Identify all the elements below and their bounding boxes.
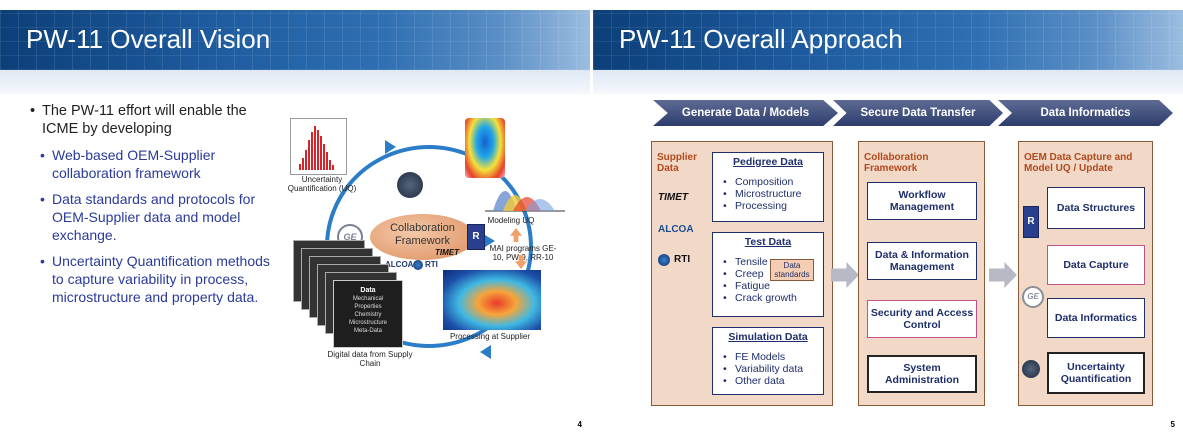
test-data-box: Test Data Tensile Creep Fatigue Crack gr… (712, 232, 824, 317)
alcoa-logo: ALCOA (385, 260, 414, 269)
list-item: Crack growth (723, 292, 823, 304)
workflow-management-box: Workflow Management (867, 182, 977, 220)
list-item: Other data (723, 375, 823, 387)
list-item: Microstructure (723, 188, 823, 200)
slide-overall-vision: PW-11 Overall Vision The PW-11 effort wi… (0, 0, 590, 435)
collaboration-framework-node: Collaboration Framework (370, 214, 475, 260)
data-information-management-box: Data & Information Management (867, 242, 977, 280)
processing-label: Processing at Supplier (449, 332, 531, 341)
sub-bullet-1: Web-based OEM-Supplier collaboration fra… (30, 146, 270, 182)
panel-header: Collaboration Framework (864, 152, 929, 174)
data-sheet-front: Data Mechanical Properties Chemistry Mic… (333, 280, 403, 348)
banner-shadow-strip (0, 70, 590, 94)
timet-logo: TIMET (658, 192, 688, 203)
stack-title: Data (360, 287, 376, 294)
arrow-right-icon (989, 262, 1017, 288)
security-access-control-box: Security and Access Control (867, 300, 977, 338)
list-item: Composition (723, 176, 823, 188)
cycle-arrow-icon (485, 235, 495, 247)
bullet-main: The PW-11 effort will enable the ICME by… (30, 102, 270, 138)
sub-bullet-3: Uncertainty Quantification methods to ca… (30, 252, 270, 306)
slide-title: PW-11 Overall Approach (619, 24, 903, 54)
ge-logo-icon: GE (1022, 286, 1044, 308)
processing-heatmap-image (443, 270, 541, 330)
rolls-royce-logo-icon: R (1023, 206, 1039, 238)
stack-item: Mechanical (352, 296, 384, 302)
rti-globe-icon (413, 260, 423, 270)
alcoa-logo: ALCOA (658, 224, 694, 235)
simulation-data-box: Simulation Data FE Models Variability da… (712, 327, 824, 395)
pedigree-title: Pedigree Data (732, 156, 804, 168)
rolls-royce-logo-icon: R (467, 224, 485, 250)
cycle-arrow-icon (385, 140, 396, 154)
sub-bullet-2: Data standards and protocols for OEM-Sup… (30, 190, 270, 244)
distribution-curves-icon (485, 191, 565, 212)
slide-overall-approach: PW-11 Overall Approach Generate Data / M… (593, 0, 1183, 435)
uq-label: Uncertainty Quantification (UQ) (287, 175, 357, 193)
panel-header: Supplier Data (657, 152, 698, 174)
list-item: Processing (723, 200, 823, 212)
digital-data-label: Digital data from Supply Chain (327, 350, 413, 368)
pw-eagle-icon (397, 172, 423, 198)
data-standards-tag: Data standards (770, 259, 814, 281)
process-chevrons: Generate Data / Models Secure Data Trans… (653, 100, 1177, 126)
system-administration-box: System Administration (867, 355, 977, 393)
panel-header: OEM Data Capture and Model UQ / Update (1024, 152, 1133, 174)
chevron-generate-data: Generate Data / Models (653, 100, 838, 126)
title-banner: PW-11 Overall Vision (0, 10, 590, 70)
stack-item: Meta-Data (353, 328, 382, 334)
data-capture-box: Data Capture (1047, 245, 1145, 285)
supplier-data-panel: Supplier Data TIMET ALCOA RTI Pedigree D… (651, 141, 833, 406)
uncertainty-quantification-box: Uncertainty Quantification (1047, 352, 1145, 394)
page-number: 4 (577, 420, 582, 429)
cycle-arrow-icon (480, 345, 491, 359)
chevron-secure-transfer: Secure Data Transfer (833, 100, 1003, 126)
pedigree-data-box: Pedigree Data Composition Microstructure… (712, 152, 824, 222)
chevron-data-informatics: Data Informatics (998, 100, 1173, 126)
bullet-list: The PW-11 effort will enable the ICME by… (30, 102, 270, 306)
test-title: Test Data (744, 236, 792, 248)
data-informatics-box: Data Informatics (1047, 298, 1145, 338)
stack-item: Chemistry (354, 312, 382, 318)
stack-item: Properties (354, 304, 382, 310)
oem-data-capture-panel: OEM Data Capture and Model UQ / Update R… (1018, 141, 1153, 406)
list-item: Tensile (723, 256, 823, 268)
rti-logo: RTI (425, 260, 438, 269)
rti-globe-icon (658, 254, 670, 266)
collaboration-framework-panel: Collaboration Framework Workflow Managem… (858, 141, 985, 406)
modeling-uq-label: Modeling UQ (487, 216, 535, 225)
list-item: Creep (723, 268, 823, 280)
page-number: 5 (1170, 420, 1175, 429)
rti-logo: RTI (674, 254, 691, 265)
simulation-title: Simulation Data (728, 331, 808, 343)
banner-shadow-strip (593, 70, 1183, 94)
arrow-right-icon (831, 262, 859, 288)
list-item: Fatigue (723, 280, 823, 292)
data-structures-box: Data Structures (1047, 187, 1145, 229)
pw-eagle-icon (1022, 360, 1040, 378)
collaboration-diagram: Uncertainty Quantification (UQ) GE Colla… (285, 110, 585, 410)
title-banner: PW-11 Overall Approach (593, 10, 1183, 70)
timet-logo: TIMET (435, 248, 459, 257)
uq-histogram (290, 118, 347, 175)
list-item: Variability data (723, 363, 823, 375)
list-item: FE Models (723, 351, 823, 363)
modeling-contour-image (465, 118, 505, 178)
stack-item: Microstructure (348, 320, 387, 326)
slide-title: PW-11 Overall Vision (26, 24, 271, 54)
